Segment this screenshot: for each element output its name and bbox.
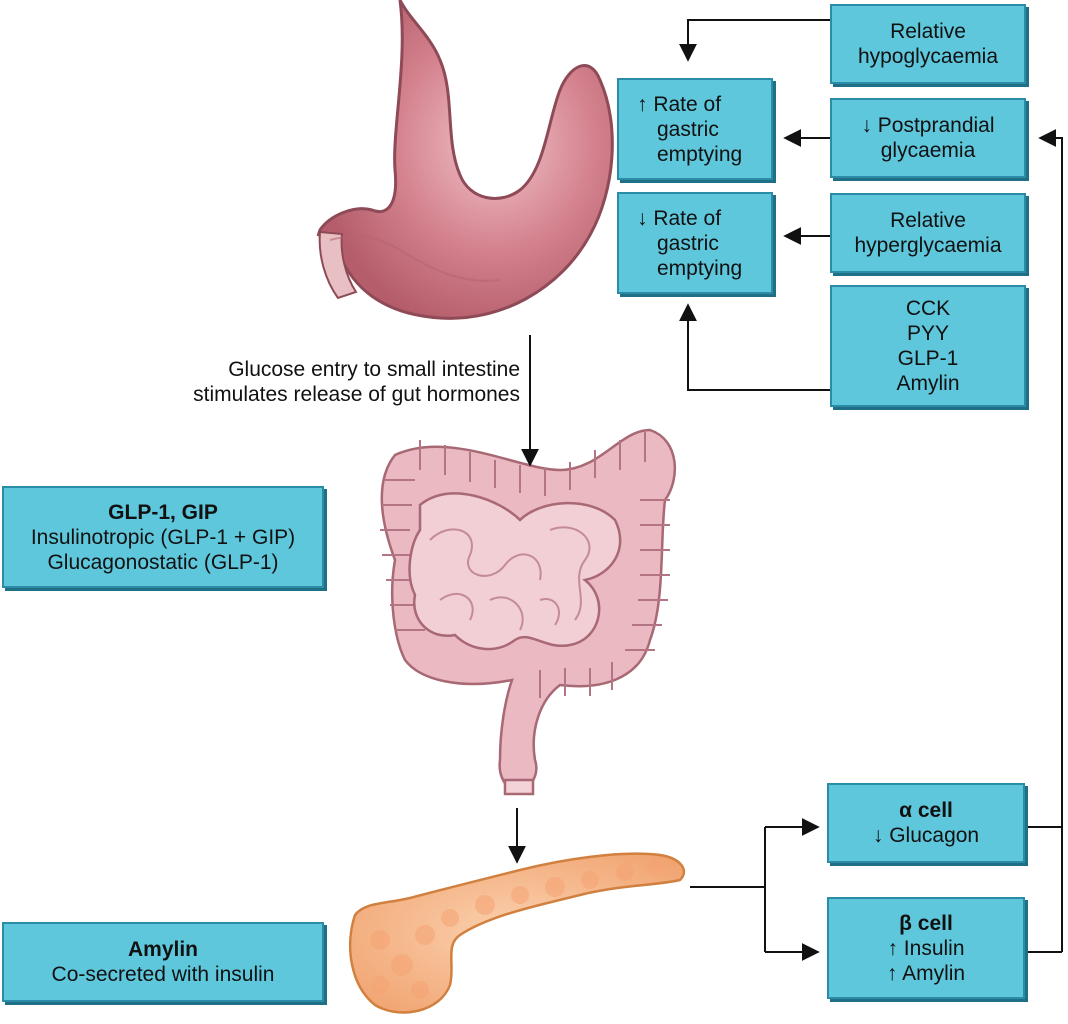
box-line: Insulinotropic (GLP-1 + GIP): [30, 525, 296, 549]
box-line: ↓ Postprandial: [861, 114, 995, 137]
box-line: hyperglycaemia: [854, 234, 1002, 257]
stomach-illustration: [316, 0, 614, 320]
box-line: ↓ Rate of: [637, 206, 722, 230]
pancreas-illustration: [349, 852, 686, 1014]
box-title: Amylin: [127, 938, 198, 961]
rate-down-box: ↓ Rate of gastric emptying: [617, 192, 773, 294]
box-line: ↓ Glucagon: [872, 824, 980, 847]
intestine-illustration: [380, 428, 677, 796]
relative-hyperglycaemia-box: Relative hyperglycaemia: [830, 193, 1026, 273]
glucose-entry-caption: Glucose entry to small intestine stimula…: [193, 357, 520, 407]
connector-arrows: [508, 19, 1063, 961]
caption-line: Glucose entry to small intestine: [228, 358, 520, 381]
box-line: Glucagonostatic (GLP-1): [47, 550, 279, 574]
glp-gip-box: GLP-1, GIP Insulinotropic (GLP-1 + GIP) …: [2, 486, 324, 588]
box-line: Relative: [890, 20, 966, 43]
box-line: ↑ Insulin: [887, 936, 965, 960]
box-line: Amylin: [896, 372, 960, 395]
box-line: emptying: [657, 142, 743, 166]
box-line: GLP-1: [897, 347, 959, 370]
box-line: PYY: [906, 322, 950, 345]
caption-line: stimulates release of gut hormones: [193, 383, 520, 406]
postprandial-glycaemia-box: ↓ Postprandial glycaemia: [830, 98, 1026, 178]
box-title: GLP-1, GIP: [108, 500, 218, 524]
gut-hormones-box: CCK PYY GLP-1 Amylin: [830, 285, 1026, 407]
box-line: ↑ Amylin: [886, 961, 966, 985]
box-title: β cell: [899, 911, 953, 935]
box-line: Relative: [890, 209, 966, 232]
relative-hypoglycaemia-box: Relative hypoglycaemia: [830, 4, 1026, 84]
box-line: Co-secreted with insulin: [51, 963, 275, 986]
alpha-cell-box: α cell ↓ Glucagon: [827, 783, 1025, 863]
box-line: CCK: [905, 297, 951, 320]
box-line: gastric: [657, 117, 719, 141]
amylin-box: Amylin Co-secreted with insulin: [2, 922, 324, 1002]
box-line: ↑ Rate of: [637, 92, 722, 116]
box-line: emptying: [657, 256, 743, 280]
box-line: glycaemia: [880, 139, 976, 162]
box-line: gastric: [657, 231, 719, 255]
rate-up-box: ↑ Rate of gastric emptying: [617, 78, 773, 180]
beta-cell-box: β cell ↑ Insulin ↑ Amylin: [827, 897, 1025, 999]
box-title: α cell: [899, 799, 953, 822]
box-line: hypoglycaemia: [857, 45, 999, 68]
